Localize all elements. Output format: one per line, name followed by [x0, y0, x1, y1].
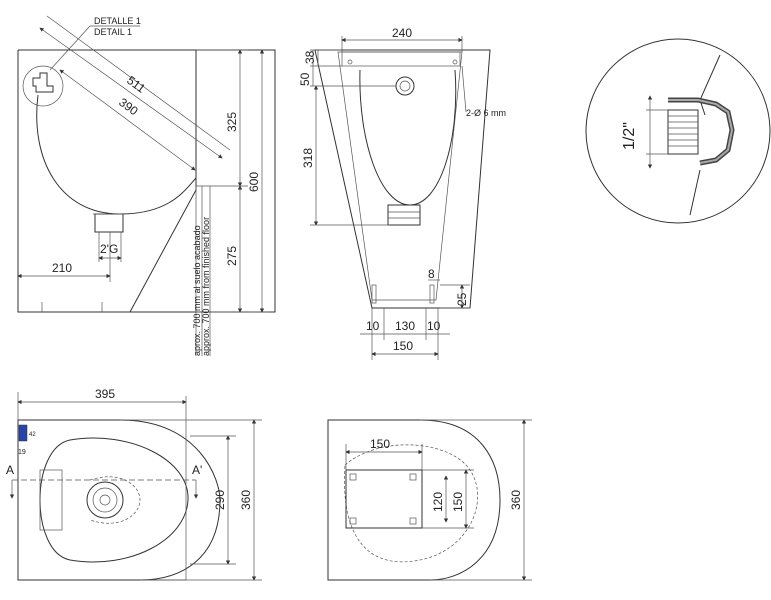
section-a: A — [6, 463, 14, 477]
dim-290: 290 — [213, 490, 227, 510]
front-outlet — [387, 204, 421, 226]
small-19: 19 — [18, 449, 26, 456]
dim-360-top: 360 — [239, 490, 253, 510]
spray-inlet — [395, 76, 415, 96]
dim-395: 395 — [95, 387, 115, 401]
floor-note-es: aprox. 700 mm al suelo acabado — [192, 225, 202, 356]
dim-390-line — [59, 69, 196, 171]
rear-outline — [327, 419, 501, 581]
dim-210: 210 — [52, 261, 72, 275]
dim-150-rear-top: 150 — [370, 437, 390, 451]
dim-240: 240 — [392, 26, 412, 40]
dim-325: 325 — [225, 112, 239, 132]
detail-label-es: DETALLE 1 — [94, 16, 141, 26]
holes-note: 2-Ø 6 mm — [466, 108, 506, 118]
top-outer-outline — [17, 419, 221, 581]
wall-bracket-marker — [18, 424, 28, 442]
dim-150-front: 150 — [393, 339, 413, 353]
dim-10-right: 10 — [427, 319, 441, 333]
detail-view: 1/2" — [585, 38, 771, 224]
dim-38: 38 — [303, 50, 317, 64]
side-view: DETALLE 1 DETAIL 1 511 390 325 275 600 a… — [17, 15, 276, 356]
dim-25: 25 — [455, 292, 469, 306]
bowl-outline — [36, 94, 197, 215]
outlet-label: 2'G — [100, 242, 118, 256]
detail-label-en: DETAIL 1 — [94, 27, 132, 37]
dim-10-left: 10 — [366, 319, 380, 333]
dim-8: 8 — [428, 267, 435, 281]
rear-view: 150 120 150 360 — [327, 419, 532, 581]
dim-390: 390 — [116, 95, 141, 118]
dim-150-rear-side: 150 — [451, 492, 465, 512]
small-42: 42 — [29, 432, 36, 438]
floor-note-en: approx. 700 mm from finished floor — [201, 217, 211, 356]
section-a-prime: A' — [192, 463, 202, 477]
dim-130: 130 — [395, 319, 415, 333]
dim-50: 50 — [298, 72, 312, 86]
front-view: 240 38 50 318 2-Ø 6 mm 8 25 10 130 10 15… — [298, 26, 506, 360]
dim-275: 275 — [225, 246, 239, 266]
dim-511-line — [39, 27, 223, 159]
dim-360-rear: 360 — [509, 490, 523, 510]
rear-mount-plate — [345, 469, 423, 529]
thread-fitting — [667, 109, 699, 155]
dim-600: 600 — [247, 172, 261, 192]
thread-label: 1/2" — [621, 122, 638, 150]
detail-circle-marker — [22, 65, 64, 107]
dim-120: 120 — [431, 492, 445, 512]
outlet-fitting — [94, 213, 124, 233]
top-view: 42 19 395 A A' 290 360 — [6, 387, 262, 581]
dim-318: 318 — [301, 148, 315, 168]
dim-511: 511 — [124, 73, 148, 96]
detail-circle — [585, 38, 771, 224]
wall-mount-plate — [17, 50, 197, 313]
drain-grate — [86, 481, 124, 519]
